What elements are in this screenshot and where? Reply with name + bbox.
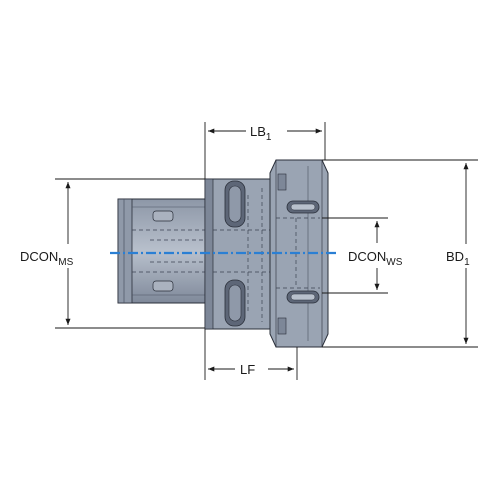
dimension-lines <box>55 122 478 380</box>
bd1-label: BD1 <box>446 249 470 268</box>
part-body <box>110 159 338 348</box>
dcon-ms-label: DCONMS <box>20 249 74 268</box>
lf-label: LF <box>240 362 255 377</box>
lb1-label: LB1 <box>250 124 272 143</box>
machine-side-shank <box>117 198 209 304</box>
dcon-ws-label: DCONWS <box>348 249 403 268</box>
